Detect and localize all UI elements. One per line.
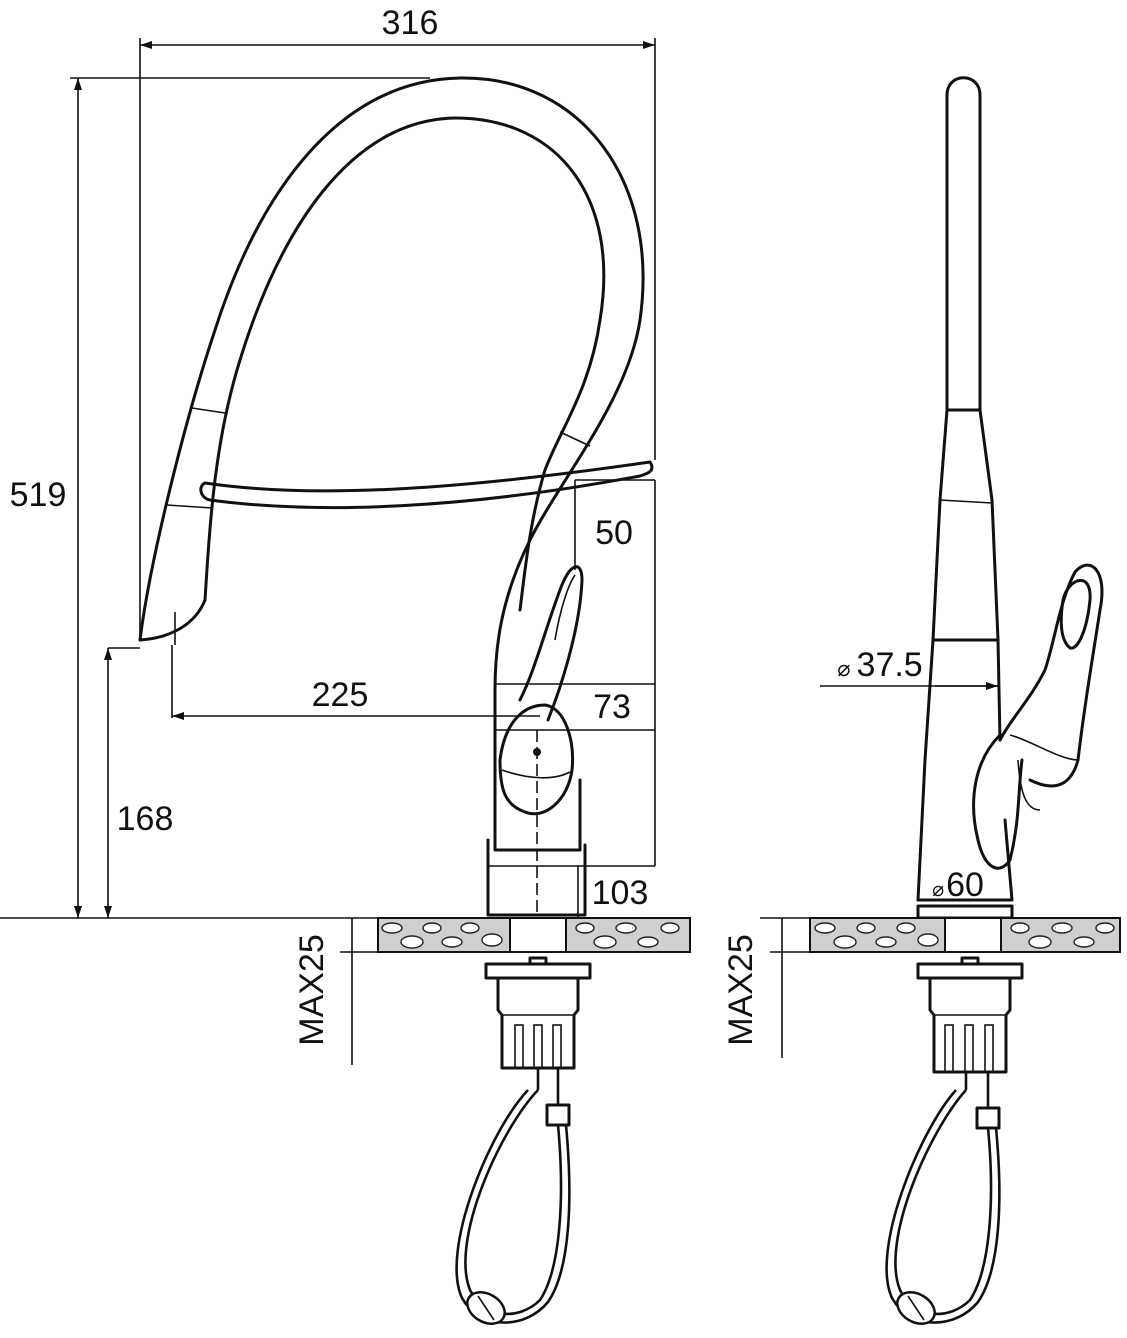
dimension-base-diameter-label: ⌀60 [932,866,984,904]
dimension-deck-side: MAX25 [722,918,810,1058]
mount-side [916,956,1024,1074]
faucet-side-body: ⌀37.5 ⌀60 [820,76,1104,920]
hose-side [885,1072,1001,1325]
dimension-reach-label: 225 [312,676,369,714]
dimension-base-height-label: 168 [117,800,174,838]
dimension-height: 519 [10,77,430,918]
dimension-handle-label: 73 [593,688,631,726]
dimension-deck-side-label: MAX25 [722,934,760,1046]
dimension-reach: 225 [171,645,540,720]
faucet-front-body [138,76,654,920]
dimension-base-height: 168 [104,647,174,918]
dimension-deck-front: MAX25 [293,918,378,1065]
dimension-right-stack: 50 73 103 [488,479,656,918]
dimension-height-label: 519 [10,476,67,514]
dimension-width-label: 316 [382,4,439,42]
dimension-spout-drop-label: 50 [595,514,633,552]
side-view: ⌀37.5 ⌀60 [722,76,1121,1325]
countertop-side-texture [814,922,1115,949]
countertop-texture [381,922,680,949]
countertop-front [0,917,691,953]
dimension-base-offset-label: 103 [592,874,649,912]
countertop-side [760,917,1121,953]
dimension-width: 316 [139,4,656,640]
hose-front [455,1068,571,1325]
dimension-spout-diameter-label: ⌀37.5 [837,646,922,684]
dimension-deck-front-label: MAX25 [293,934,331,1046]
front-view: 316 519 168 225 [0,4,691,1325]
mount-front [484,956,592,1070]
